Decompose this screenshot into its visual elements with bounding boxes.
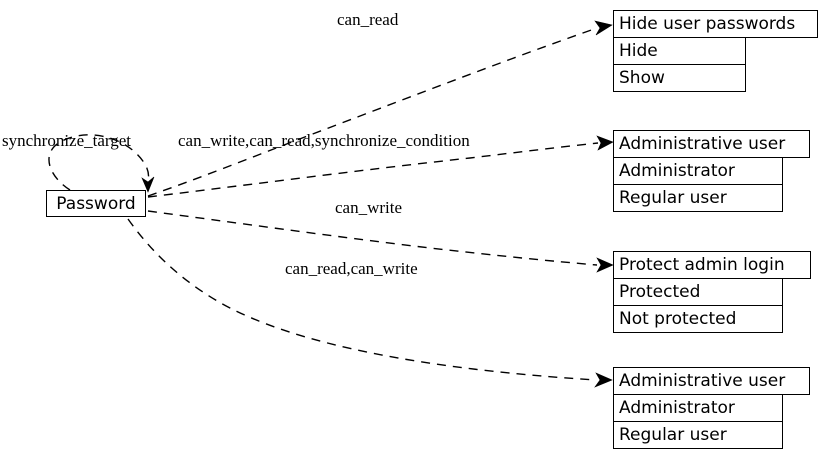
record-header-label: Administrative user (619, 134, 786, 154)
edge-label-synchronize-target: synchronize_target (2, 131, 132, 150)
edge-can-read (147, 20, 613, 197)
record-row-label: Regular user (619, 425, 727, 445)
edge-can-write (147, 210, 614, 273)
edge-can-write-can-read-sync (147, 135, 614, 198)
record-row-label: Show (619, 68, 665, 88)
record-row-label: Administrator (619, 398, 735, 418)
edge-label-can-read: can_read (337, 10, 399, 29)
edge-label-can-write: can_write (335, 198, 403, 217)
record-header-label: Hide user passwords (619, 14, 796, 34)
node-password[interactable]: Password (46, 190, 146, 217)
edge-can-read-can-write (127, 218, 613, 388)
record-row-label: Regular user (619, 188, 727, 208)
edge-label-can-read-can-write: can_read,can_write (285, 259, 418, 278)
record-row-hide[interactable]: Hide (613, 37, 746, 65)
record-header-administrative-user-2[interactable]: Administrative user (613, 367, 810, 395)
record-row-label: Hide (619, 41, 658, 61)
record-row-label: Administrator (619, 161, 735, 181)
record-row-regular-user[interactable]: Regular user (613, 421, 783, 449)
record-header-administrative-user-1[interactable]: Administrative user (613, 130, 810, 158)
arrowhead-sync-condition (596, 135, 614, 151)
arrowhead-can-write (596, 257, 614, 273)
record-header-label: Protect admin login (619, 255, 785, 275)
record-row-administrator[interactable]: Administrator (613, 394, 783, 422)
arrowhead-can-read-can-write (594, 372, 613, 388)
record-header-label: Administrative user (619, 371, 786, 391)
record-header-hide-user-passwords[interactable]: Hide user passwords (613, 10, 818, 38)
record-row-show[interactable]: Show (613, 64, 746, 92)
arrowhead-can-read (594, 20, 613, 36)
edge-self-loop (48, 134, 155, 193)
record-row-label: Protected (619, 282, 701, 302)
record-row-label: Not protected (619, 309, 737, 329)
edge-label-can-write-can-read-sync: can_write,can_read,synchronize_condition (178, 131, 470, 150)
record-row-protected[interactable]: Protected (613, 278, 783, 306)
record-header-protect-admin-login[interactable]: Protect admin login (613, 251, 811, 279)
record-row-not-protected[interactable]: Not protected (613, 305, 783, 333)
node-password-label: Password (56, 193, 136, 214)
record-row-administrator[interactable]: Administrator (613, 157, 783, 185)
arrowhead-self-loop (141, 176, 155, 193)
record-row-regular-user[interactable]: Regular user (613, 184, 783, 212)
